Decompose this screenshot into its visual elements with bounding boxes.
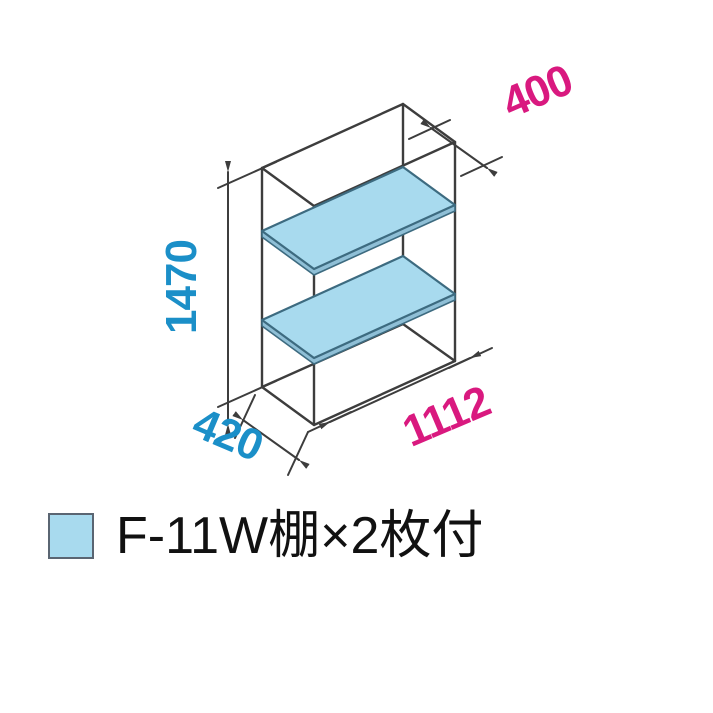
measure-line-depth: [420, 119, 498, 177]
measure-line-width: [318, 350, 482, 430]
dimension-side-420: [232, 394, 310, 476]
ext-line-depth-right: [460, 156, 503, 177]
dimension-depth-400: [408, 119, 503, 177]
legend: F-11W棚×2枚付: [48, 510, 483, 562]
shelf-upper-surface: [260, 165, 457, 271]
dimension-height-1470: [217, 161, 277, 435]
dimension-label-1112: 1112: [396, 377, 497, 457]
ext-line-height-bottom: [217, 380, 277, 408]
dimension-label-400: 400: [495, 55, 579, 128]
dimension-label-1470: 1470: [157, 240, 206, 334]
dimension-label-420: 420: [186, 398, 270, 471]
shelf-lower-surface: [260, 254, 457, 360]
ext-line-height-top: [217, 161, 277, 189]
dimension-width-1112: [307, 347, 493, 433]
measure-line-side: [232, 411, 310, 469]
cabinet-frame: [260, 102, 457, 427]
legend-color-swatch: [48, 513, 94, 559]
legend-label: F-11W棚×2枚付: [116, 507, 484, 565]
shelf-lower: [260, 254, 457, 365]
shelf-upper: [260, 165, 457, 276]
